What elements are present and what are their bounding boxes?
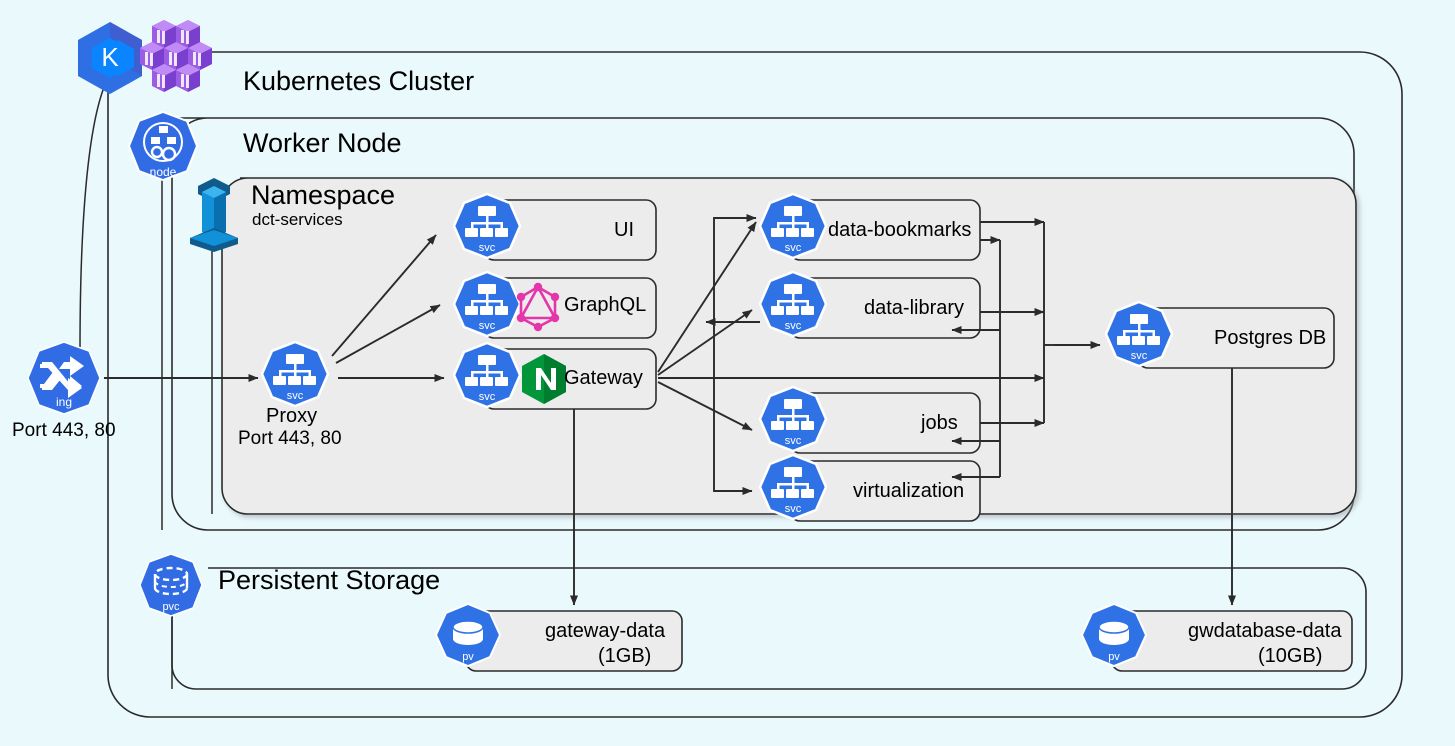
namespace-pedestal-icon xyxy=(182,176,246,254)
svc-icon-postgres: svc xyxy=(1104,300,1174,376)
svc-icon-graphql: svc xyxy=(452,270,522,346)
gateway-data-size: (1GB) xyxy=(598,645,652,667)
svc-icon-ui: svc xyxy=(452,192,522,268)
pv-icon-label: pv xyxy=(1108,651,1120,663)
pv-icon-label: pv xyxy=(462,651,474,663)
pvc-icon: pvc xyxy=(138,552,204,618)
ingress-caption: Port 443, 80 xyxy=(12,420,116,441)
service-boxes xyxy=(465,199,1353,672)
ui-label[interactable]: UI xyxy=(614,219,634,241)
node-icon-label: node xyxy=(150,165,177,179)
proxy-label: Proxy xyxy=(266,405,318,427)
svc-icon-label: svc xyxy=(1131,350,1148,362)
svc-icon-label: svc xyxy=(479,242,496,254)
container-pods-icon xyxy=(136,18,221,98)
data-bookmarks-label[interactable]: data-bookmarks xyxy=(828,219,972,241)
node-icon: node xyxy=(127,110,199,182)
graphql-logo-icon xyxy=(512,280,564,332)
persistent-storage-title: Persistent Storage xyxy=(218,565,441,595)
pv-icon-gateway-data: pv xyxy=(434,602,502,674)
pv-icon-gwdatabase-data: pv xyxy=(1080,602,1148,674)
nginx-logo-icon xyxy=(518,352,570,406)
jobs-label[interactable]: jobs xyxy=(921,412,958,434)
svc-icon-label: svc xyxy=(287,390,304,402)
data-library-label[interactable]: data-library xyxy=(864,297,965,319)
svc-icon-label: svc xyxy=(479,320,496,332)
gateway-data-label[interactable]: gateway-data xyxy=(545,620,666,642)
svc-icon-label: svc xyxy=(785,320,802,332)
svc-icon-data-bookmarks: svc xyxy=(758,192,828,268)
gwdatabase-data-label[interactable]: gwdatabase-data xyxy=(1188,620,1342,642)
namespace-title: Namespace xyxy=(251,180,396,210)
svc-icon-jobs: svc xyxy=(758,385,828,461)
namespace-subtitle: dct-services xyxy=(252,210,343,229)
ingress-icon: ing xyxy=(26,340,102,416)
svc-icon-data-library: svc xyxy=(758,270,828,346)
worker-node-title: Worker Node xyxy=(243,128,402,158)
svg-text:K: K xyxy=(101,42,119,72)
proxy-sublabel: Port 443, 80 xyxy=(238,428,342,449)
postgres-label[interactable]: Postgres DB xyxy=(1214,327,1327,349)
gateway-label[interactable]: Gateway xyxy=(564,367,643,389)
gwdatabase-data-size: (10GB) xyxy=(1258,645,1323,667)
pvc-icon-label: pvc xyxy=(162,601,180,613)
ingress-icon-label: ing xyxy=(56,395,72,409)
svc-icon-label: svc xyxy=(785,242,802,254)
svc-icon-virtualization: svc xyxy=(758,453,828,529)
kubernetes-cluster-title: Kubernetes Cluster xyxy=(243,66,475,96)
svc-icon-gateway: svc xyxy=(452,341,522,417)
svc-icon-label: svc xyxy=(785,503,802,515)
virtualization-label[interactable]: virtualization xyxy=(853,480,965,502)
svc-icon-label: svc xyxy=(785,435,802,447)
svc-icon-label: svc xyxy=(479,391,496,403)
svc-icon-proxy: svc xyxy=(260,340,330,416)
graphql-label[interactable]: GraphQL xyxy=(564,294,647,316)
kubernetes-cluster-icon: K xyxy=(70,18,150,98)
